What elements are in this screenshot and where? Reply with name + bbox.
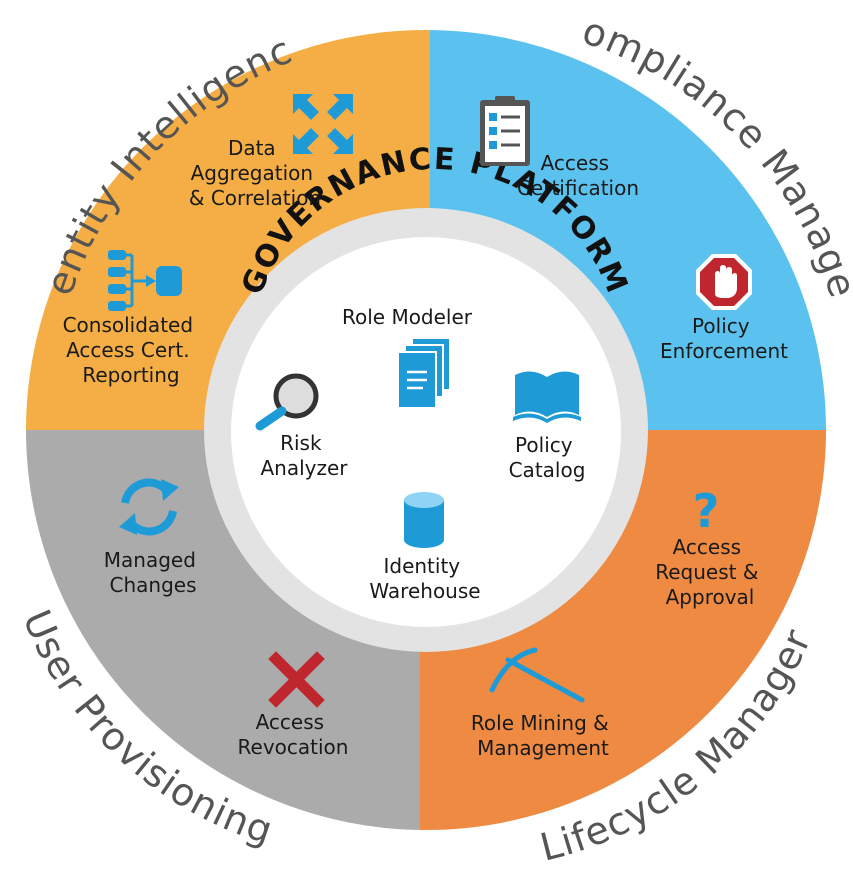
arrows-converging-icon xyxy=(293,94,353,154)
identity-warehouse-label: Identity Warehouse xyxy=(369,554,480,603)
question-mark-icon: ? xyxy=(693,484,720,538)
stop-hand-icon xyxy=(696,254,752,310)
risk-analyzer-label: Risk Analyzer xyxy=(260,431,348,480)
access-revocation-label: Access Revocation xyxy=(238,710,349,759)
access-request-label: Access Request & Approval xyxy=(655,535,765,609)
documents-icon xyxy=(397,337,451,409)
database-icon xyxy=(404,492,444,548)
pickaxe-icon xyxy=(489,647,585,703)
open-book-icon xyxy=(513,371,581,423)
magnifier-icon xyxy=(255,373,319,431)
refresh-arrows-icon xyxy=(119,478,179,536)
managed-changes-label: Managed Changes xyxy=(104,548,203,597)
access-certification-label: Access Certification xyxy=(517,151,639,200)
platform-disc xyxy=(231,237,621,627)
clipboard-checklist-icon xyxy=(480,96,530,166)
role-modeler-label: Role Modeler xyxy=(342,305,473,329)
x-mark-icon xyxy=(268,651,325,708)
hierarchy-flow-icon xyxy=(108,250,182,311)
data-aggregation-label: Data Aggregation & Correlation xyxy=(189,136,321,210)
consolidated-reporting-label: Consolidated Access Cert. Reporting xyxy=(63,313,200,387)
role-mining-label: Role Mining & Management xyxy=(471,711,615,760)
policy-enforcement-label: Policy Enforcement xyxy=(660,314,788,363)
policy-catalog-label: Policy Catalog xyxy=(509,433,586,482)
